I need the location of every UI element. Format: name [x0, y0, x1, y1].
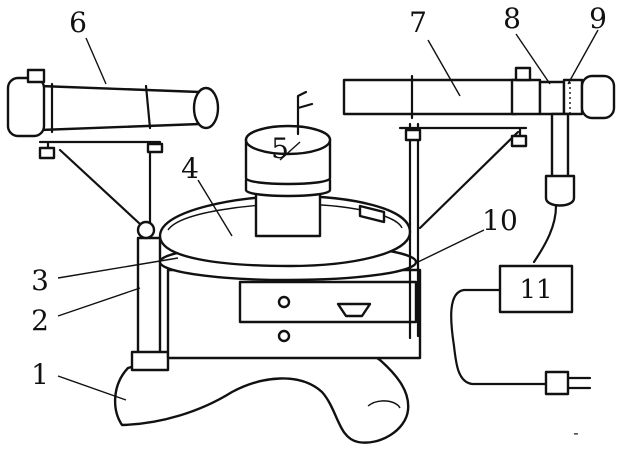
leader-9	[567, 29, 599, 85]
telescope-mount	[510, 78, 542, 116]
housing-screw-bottom	[277, 329, 291, 343]
lamp-cable	[532, 204, 558, 264]
housing-screw-top	[277, 295, 291, 309]
right-bracket	[398, 122, 528, 340]
leader-5	[279, 141, 301, 161]
label-1: 1	[31, 358, 49, 391]
telescope-tube	[342, 78, 518, 116]
label-7: 7	[409, 6, 427, 39]
label-4: 4	[181, 152, 199, 185]
label-6: 6	[69, 6, 87, 39]
power-plug	[544, 370, 570, 396]
label-5: 5	[271, 132, 289, 165]
collimator-ring-right	[144, 84, 152, 130]
corner-mark: -	[573, 423, 578, 442]
telescope-cap	[514, 66, 532, 82]
lamp-housing	[544, 174, 576, 207]
eyepiece-section-9	[562, 78, 584, 116]
leader-7	[427, 39, 461, 97]
collimator-cap	[26, 68, 46, 84]
eyepiece-end	[580, 74, 616, 120]
label-2: 2	[31, 304, 49, 337]
collimator-lens	[192, 86, 220, 130]
label-10: 10	[482, 204, 518, 237]
left-bracket-screw-right	[146, 142, 164, 154]
plug-prongs	[566, 376, 592, 390]
label-11: 11	[519, 275, 552, 305]
leader-3	[57, 257, 179, 279]
power-cord	[450, 288, 548, 386]
prism-clamp	[296, 90, 314, 136]
base-foot	[367, 400, 401, 409]
prism-table-knob	[358, 204, 386, 224]
right-bracket-screw-right	[510, 134, 528, 148]
leader-4	[197, 179, 233, 237]
leader-8	[515, 33, 551, 85]
leader-6	[85, 37, 107, 85]
housing-latch	[336, 302, 372, 318]
label-3: 3	[31, 264, 49, 297]
right-bracket-screw	[404, 128, 422, 142]
lamp-stem	[550, 112, 570, 180]
leader-2	[57, 287, 141, 317]
label-9: 9	[589, 2, 607, 35]
label-8: 8	[503, 2, 521, 35]
stage-top	[244, 124, 332, 156]
collimator-tube	[38, 84, 202, 132]
leader-10	[417, 229, 485, 263]
left-bracket-screw	[38, 146, 56, 160]
column-knob	[136, 220, 156, 240]
housing-panel	[238, 280, 418, 324]
column-collar	[130, 350, 170, 372]
collimator-eyepiece	[6, 76, 46, 138]
column	[136, 236, 162, 368]
leader-1	[57, 375, 127, 401]
eyepiece-section-8	[538, 80, 566, 116]
